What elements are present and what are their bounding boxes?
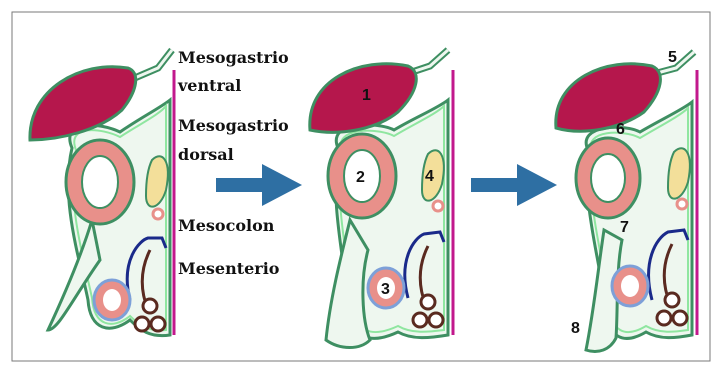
small-bowel-loop [413,313,427,327]
stomach-lumen [82,156,118,208]
number-8: 8 [571,320,580,337]
number-5: 5 [668,49,677,66]
label-mesogastrio-ventral-1: Mesogastrio [178,48,289,67]
label-mesogastrio-dorsal-2: dorsal [178,145,234,164]
intestine-lumen [621,275,639,297]
vessel-circle [677,199,687,209]
liver-shape [556,64,661,131]
small-bowel-loop [657,311,671,325]
number-2: 2 [356,169,365,186]
label-mesocolon: Mesocolon [178,216,275,235]
arrow-right-icon [216,164,302,206]
label-mesogastrio-ventral-2: ventral [177,76,241,95]
liver-shape [30,67,136,140]
stomach-lumen [591,154,625,202]
vessel-circle [433,201,443,211]
small-bowel-loop [135,317,149,331]
number-6: 6 [616,121,625,138]
arrow-right-icon [471,164,557,206]
number-1: 1 [362,87,371,104]
number-4: 4 [425,168,434,185]
intestine-lumen [103,289,121,311]
small-bowel-loop [421,295,435,309]
vessel-circle [153,209,163,219]
number-3: 3 [381,281,390,298]
small-bowel-loop [151,317,165,331]
small-bowel-loop [673,311,687,325]
small-bowel-loop [665,293,679,307]
small-bowel-loop [143,299,157,313]
small-bowel-loop [429,313,443,327]
panel-2 [310,50,453,348]
label-mesenterio: Mesenterio [178,259,280,278]
number-7: 7 [620,219,629,236]
panel-3 [556,52,697,352]
panel-1 [30,50,174,336]
label-mesogastrio-dorsal-1: Mesogastrio [178,116,289,135]
